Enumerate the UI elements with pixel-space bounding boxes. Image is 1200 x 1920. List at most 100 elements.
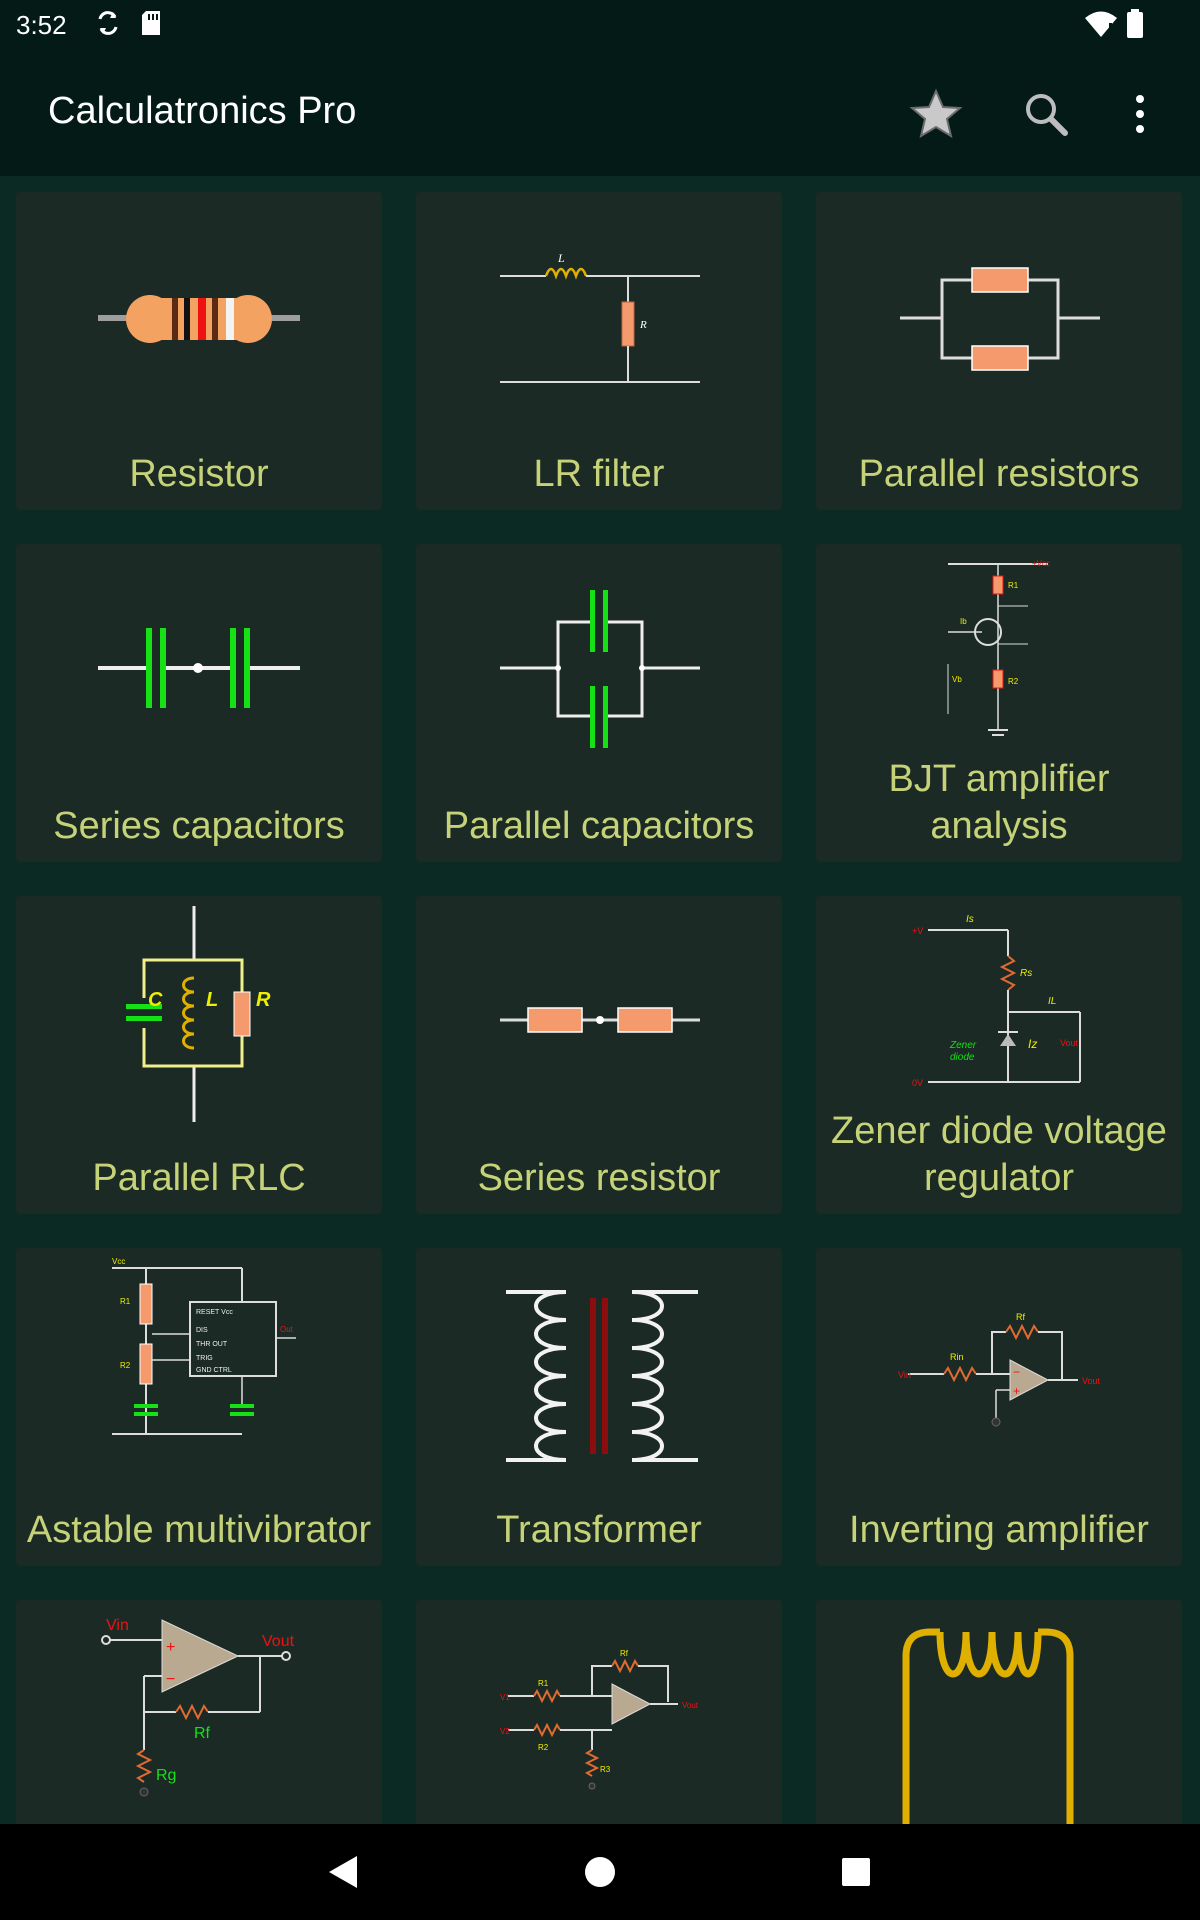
svg-text:R3: R3 <box>600 1765 611 1774</box>
svg-text:Vin: Vin <box>106 1617 129 1634</box>
svg-text:GND CTRL: GND CTRL <box>196 1367 232 1374</box>
svg-text:R: R <box>256 989 271 1011</box>
star-icon[interactable] <box>904 82 968 146</box>
tile-inductor[interactable] <box>816 1600 1182 1824</box>
tile-parallel-capacitors[interactable]: Parallel capacitors <box>416 544 782 862</box>
svg-text:−: − <box>166 1671 175 1688</box>
svg-text:V2: V2 <box>500 1727 510 1736</box>
svg-text:Vb: Vb <box>952 675 962 684</box>
svg-text:V1: V1 <box>500 1693 510 1702</box>
svg-text:IL: IL <box>1048 996 1056 1007</box>
calculator-grid: Resistor L R LR filter Parallel resistor… <box>0 176 1200 1824</box>
app-title: Calculatronics Pro <box>48 90 357 132</box>
svg-text:+: + <box>166 1639 175 1656</box>
battery-icon <box>1126 9 1144 44</box>
tile-bjt-amplifier[interactable]: +Vcc R1 R2 Ib Vb BJT amplifier analysis <box>816 544 1182 862</box>
tile-label: Transformer <box>496 1509 702 1551</box>
tile-label: Resistor <box>129 453 269 495</box>
back-icon[interactable] <box>316 1844 372 1900</box>
tile-label: Parallel capacitors <box>443 805 755 847</box>
search-icon[interactable] <box>1014 82 1078 146</box>
tile-label: LR filter <box>533 453 665 495</box>
svg-text:R: R <box>639 319 647 331</box>
svg-text:Ib: Ib <box>960 617 967 626</box>
series-resistor-icon <box>500 1007 700 1033</box>
svg-text:RESET Vcc: RESET Vcc <box>196 1309 233 1316</box>
tile-non-inverting-amplifier[interactable]: Vin Vout + − Rf Rg <box>16 1600 382 1824</box>
tile-parallel-rlc[interactable]: C L R Parallel RLC <box>16 896 382 1214</box>
svg-text:Rin: Rin <box>950 1352 964 1362</box>
svg-text:Rf: Rf <box>620 1649 629 1658</box>
svg-text:R2: R2 <box>1008 677 1019 686</box>
svg-text:+: + <box>1013 1384 1020 1398</box>
more-vert-icon[interactable] <box>1108 82 1172 146</box>
tile-parallel-resistors[interactable]: Parallel resistors <box>816 192 1182 510</box>
svg-text:−: − <box>1013 1365 1020 1379</box>
svg-text:TRIG: TRIG <box>196 1355 213 1362</box>
status-time: 3:52 <box>16 10 67 40</box>
inductor-icon <box>902 1628 1074 1824</box>
svg-text:Iz: Iz <box>1028 1037 1037 1051</box>
tile-summing-amplifier[interactable]: V1 V2 R1 R2 Rf R3 Vout <box>416 1600 782 1824</box>
svg-text:L: L <box>557 251 565 265</box>
bjt-amplifier-icon: +Vcc R1 R2 Ib Vb <box>947 559 1050 736</box>
svg-text:Zener: Zener <box>949 1040 977 1051</box>
svg-text:Rf: Rf <box>194 1725 211 1742</box>
svg-text:+V: +V <box>912 926 923 936</box>
tile-resistor[interactable]: Resistor <box>16 192 382 510</box>
svg-text:R1: R1 <box>120 1297 131 1306</box>
navigation-bar <box>0 1824 1200 1920</box>
tile-label: Parallel RLC <box>92 1157 306 1199</box>
tile-label: BJT amplifier analysis <box>888 758 1110 847</box>
tile-label: Zener diode voltage regulator <box>831 1110 1167 1199</box>
svg-text:R2: R2 <box>120 1361 131 1370</box>
tile-label: Series capacitors <box>53 805 345 847</box>
tile-zener-diode[interactable]: +V 0V Is Rs IL Iz Zener diode Vout Zener… <box>816 896 1182 1214</box>
svg-text:Rg: Rg <box>156 1767 176 1784</box>
tile-label: Parallel resistors <box>858 453 1140 495</box>
tile-series-capacitors[interactable]: Series capacitors <box>16 544 382 862</box>
wifi-icon <box>1084 9 1118 44</box>
tile-transformer[interactable]: Transformer <box>416 1248 782 1566</box>
svg-text:0V: 0V <box>912 1078 923 1088</box>
app-bar: Calculatronics Pro <box>0 50 1200 176</box>
svg-text:L: L <box>206 989 218 1011</box>
tile-astable-multivibrator[interactable]: RESET Vcc DIS THR OUT TRIG GND CTRL Vcc … <box>16 1248 382 1566</box>
recents-icon[interactable] <box>828 1844 884 1900</box>
svg-text:Out: Out <box>280 1325 294 1334</box>
svg-text:Rs: Rs <box>1020 968 1032 979</box>
svg-text:Vin: Vin <box>898 1370 911 1380</box>
astable-multivibrator-icon: RESET Vcc DIS THR OUT TRIG GND CTRL Vcc … <box>112 1257 296 1435</box>
svg-text:Rf: Rf <box>1016 1312 1025 1322</box>
parallel-resistors-icon <box>900 267 1100 371</box>
tile-label: Inverting amplifier <box>849 1509 1149 1551</box>
series-capacitors-icon <box>98 628 300 708</box>
svg-text:R1: R1 <box>538 1679 549 1688</box>
non-inverting-amplifier-icon: Vin Vout + − Rf Rg <box>101 1617 295 1797</box>
tile-series-resistor[interactable]: Series resistor <box>416 896 782 1214</box>
tile-label: Astable multivibrator <box>26 1509 372 1551</box>
svg-text:R1: R1 <box>1008 581 1019 590</box>
svg-text:+Vcc: +Vcc <box>1032 559 1050 568</box>
svg-text:Vout: Vout <box>682 1701 699 1710</box>
tile-inverting-amplifier[interactable]: Vin Rin Rf Vout − + Inverting amplifier <box>816 1248 1182 1566</box>
lr-filter-icon: L R <box>500 251 700 383</box>
sd-card-icon <box>140 9 162 42</box>
status-bar: 3:52 <box>0 0 1200 50</box>
transformer-icon <box>506 1290 698 1462</box>
tile-label: Series resistor <box>477 1157 721 1199</box>
tile-lr-filter[interactable]: L R LR filter <box>416 192 782 510</box>
parallel-rlc-icon: C L R <box>126 906 271 1122</box>
svg-text:R2: R2 <box>538 1743 549 1752</box>
svg-text:Vout: Vout <box>1082 1376 1101 1386</box>
svg-text:C: C <box>148 989 163 1011</box>
svg-text:Vout: Vout <box>1060 1038 1079 1048</box>
inverting-amplifier-icon: Vin Rin Rf Vout − + <box>898 1312 1101 1427</box>
svg-text:Vcc: Vcc <box>112 1257 125 1266</box>
home-icon[interactable] <box>572 1844 628 1900</box>
summing-amplifier-icon: V1 V2 R1 R2 Rf R3 Vout <box>500 1649 699 1790</box>
svg-text:DIS: DIS <box>196 1327 208 1334</box>
parallel-capacitors-icon <box>500 590 700 748</box>
svg-text:Vout: Vout <box>262 1633 295 1650</box>
sync-icon <box>96 9 120 42</box>
